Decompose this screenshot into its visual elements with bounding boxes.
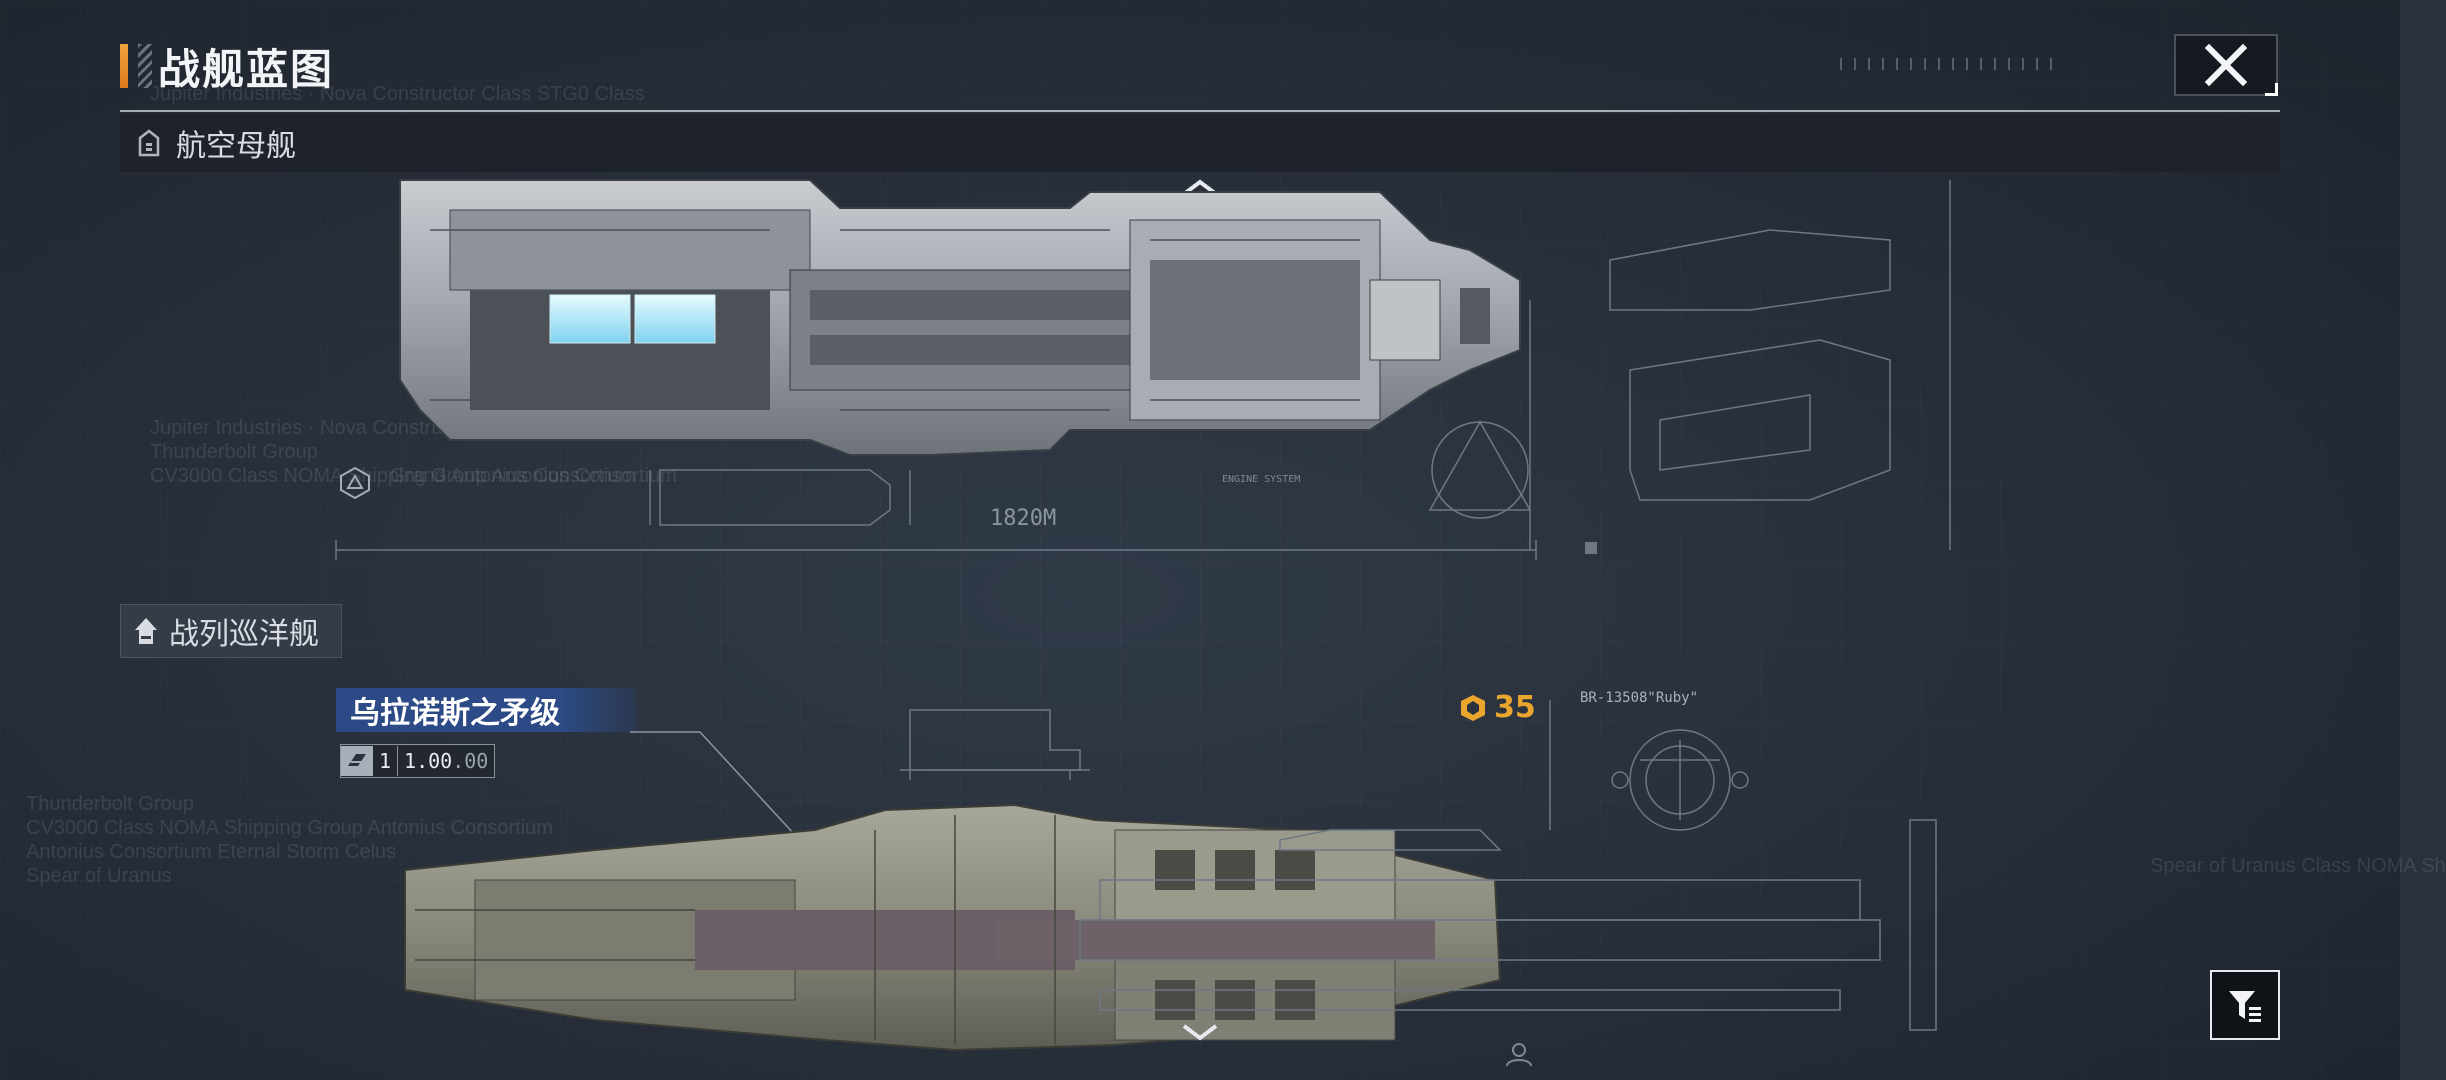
ship-code-label: BR-13508"Ruby"	[1580, 690, 1699, 706]
battlecruiser-ship-image[interactable]	[395, 790, 1505, 1060]
battlecruiser-icon	[135, 618, 157, 644]
name-plate-leader-line	[630, 731, 796, 836]
score-badge-icon	[1461, 694, 1485, 721]
section-label-carrier: 航空母舰	[176, 129, 296, 164]
chevron-up-icon[interactable]	[1180, 176, 1220, 198]
carrier-blueprint-lines	[335, 180, 1951, 560]
ship-stat-value: 1.00.00	[398, 749, 494, 773]
ship-name: 乌拉诺斯之矛级	[350, 696, 560, 731]
page-title-wrap: 战舰蓝图	[120, 40, 334, 94]
battlecruiser-blueprint-lines	[900, 700, 1937, 1031]
ship-class-icon	[341, 746, 373, 776]
ship-stat-decimal: .00	[452, 749, 489, 773]
section-header-battlecruiser[interactable]: 战列巡洋舰	[120, 604, 342, 658]
ghost-text-mid-tail: Grand Antonius Consortium	[390, 465, 636, 487]
ship-score-value: 35	[1494, 690, 1536, 725]
filter-icon	[2229, 991, 2261, 1022]
ghost-text-lower-4: Spear of Uranus	[26, 865, 172, 887]
carrier-ship-image[interactable]	[370, 170, 1530, 470]
ghost-text-mid-2: Thunderbolt Group	[150, 441, 318, 463]
header-tick-marks	[1840, 58, 2060, 70]
user-icon	[1506, 1043, 1532, 1067]
ghost-text-lower-1: Thunderbolt Group	[26, 793, 194, 815]
ghost-text-top: Jupiter Industries · Nova Constructor Cl…	[150, 83, 645, 105]
ship-name-plate[interactable]: 乌拉诺斯之矛级	[336, 688, 636, 732]
carrier-engine-tag: ENGINE SYSTEM	[1222, 474, 1301, 485]
faction-badge-icon	[340, 466, 370, 500]
section-label-battlecruiser: 战列巡洋舰	[169, 617, 319, 652]
ghost-text-lower-2: CV3000 Class NOMA Shipping Group Antoniu…	[26, 817, 553, 839]
carrier-length-label: 1820M	[990, 506, 1057, 531]
close-x-icon	[2204, 43, 2248, 87]
close-button-corner	[2265, 83, 2278, 96]
carrier-icon	[138, 129, 160, 157]
chevron-down-icon[interactable]	[1180, 1022, 1220, 1044]
stat-separator	[397, 746, 399, 776]
title-accent-bar	[120, 44, 128, 88]
title-stripe	[138, 44, 152, 88]
ship-stat-box: 1 1.00.00	[340, 744, 496, 778]
ghost-text-mid-3: CV3000 Class NOMA Shipping Group Antoniu…	[150, 465, 677, 487]
close-button[interactable]	[2174, 34, 2278, 96]
filter-button[interactable]	[2210, 970, 2280, 1040]
ghost-text-right: Spear of Uranus Class NOMA Sh	[2150, 855, 2446, 877]
ship-score: 35	[1458, 690, 1536, 725]
page-title: 战舰蓝图	[158, 44, 335, 94]
header-divider	[120, 110, 2280, 112]
ship-stat-level: 1	[379, 749, 392, 773]
section-header-carrier[interactable]: 航空母舰	[120, 114, 2280, 172]
ship-stat-main: 1.00	[404, 749, 453, 773]
ghost-text-lower-3: Antonius Consortium Eternal Storm Celus	[26, 841, 397, 863]
